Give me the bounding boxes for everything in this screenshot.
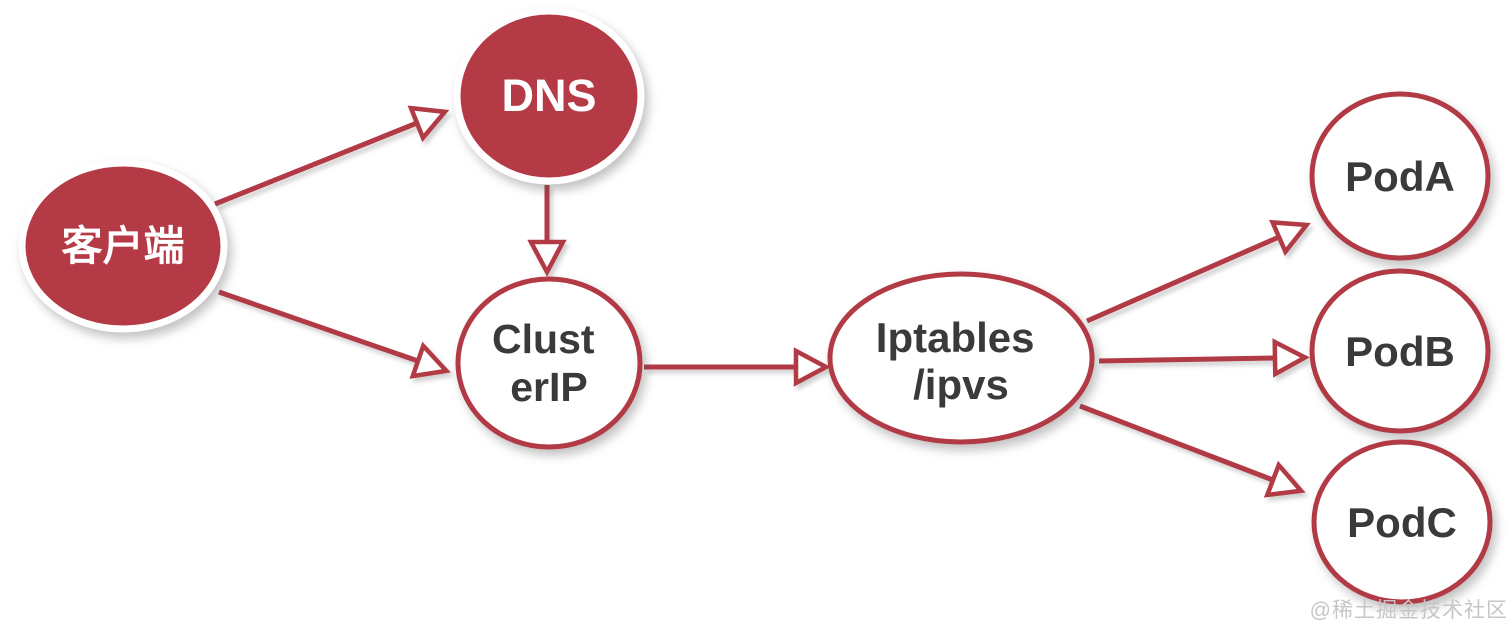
edge-client-dns — [214, 105, 450, 207]
dns-circle — [453, 7, 645, 185]
clusterip-label-line1: Clust — [492, 316, 595, 362]
node-client: 客户端 — [18, 159, 228, 333]
edge-client-clusterip — [218, 289, 451, 379]
clusterip-label: Clust erIP — [492, 316, 606, 410]
node-poda: PodA — [1309, 91, 1491, 261]
poda-circle — [1309, 91, 1491, 261]
node-podb: PodB — [1309, 268, 1491, 434]
iptables-label: Iptables /ipvs — [876, 314, 1046, 408]
podc-circle — [1311, 439, 1493, 605]
dns-label: DNS — [501, 70, 596, 121]
podc-label: PodC — [1347, 499, 1457, 546]
edges — [214, 105, 1311, 498]
edge-iptables-poda — [1085, 219, 1311, 324]
iptables-label-line2: /ipvs — [913, 361, 1009, 408]
edge-iptables-podc — [1079, 403, 1306, 498]
node-dns: DNS — [453, 7, 645, 185]
podb-circle — [1309, 268, 1491, 434]
client-ellipse — [18, 159, 228, 333]
node-podc: PodC — [1311, 439, 1493, 605]
clusterip-circle — [455, 276, 643, 450]
edge-iptables-podb — [1098, 338, 1310, 378]
watermark: @稀土掘金技术社区 — [1310, 599, 1508, 622]
iptables-label-line1: Iptables — [876, 314, 1035, 361]
node-clusterip: Clust erIP — [455, 276, 643, 450]
node-iptables: Iptables /ipvs — [827, 271, 1095, 445]
poda-label: PodA — [1345, 153, 1455, 200]
iptables-ellipse — [827, 271, 1095, 445]
client-label: 客户端 — [62, 223, 185, 269]
podb-label: PodB — [1345, 328, 1455, 375]
clusterip-label-line2: erIP — [510, 364, 588, 410]
